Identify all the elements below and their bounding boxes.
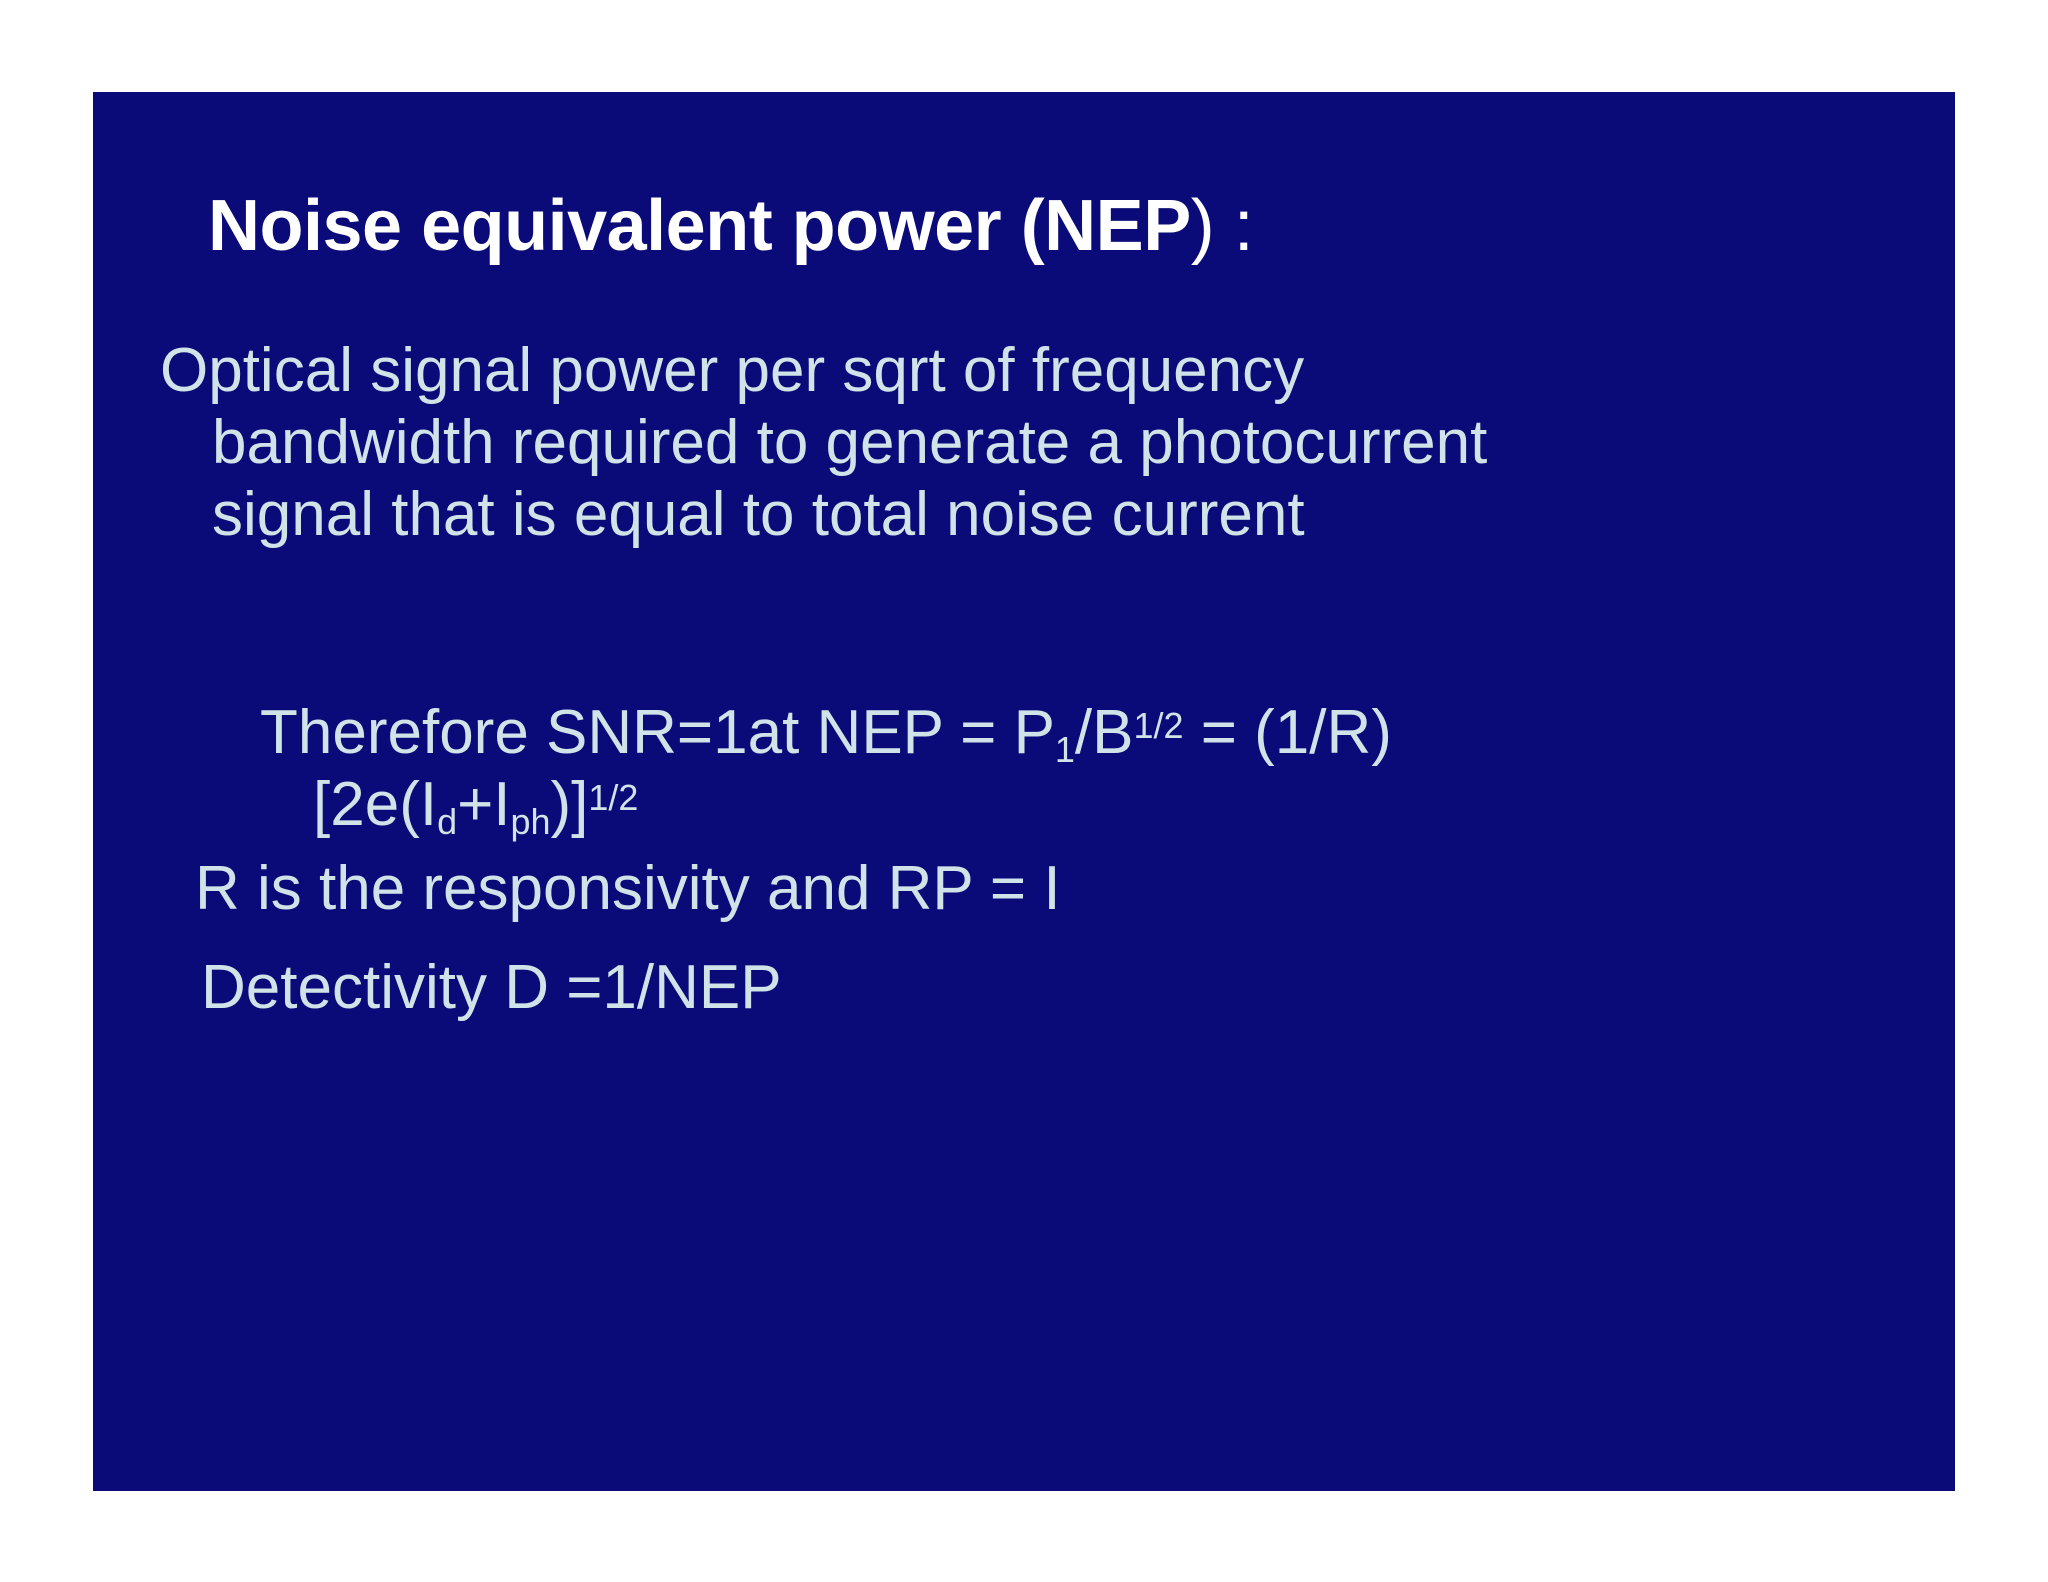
formula2-superscript-half: 1/2 — [588, 776, 639, 818]
detectivity-line: Detectivity D =1/NEP — [201, 953, 782, 1023]
formula-paragraph: Therefore SNR=1at NEP = P1/B1/2 = (1/R)[… — [153, 697, 1733, 841]
formula2-close: )] — [550, 769, 589, 839]
definition-paragraph: Optical signal power per sqrt of frequen… — [160, 336, 1488, 549]
formula2-subscript-d: d — [437, 800, 458, 842]
paragraph-spacer — [153, 551, 1933, 697]
presentation-slide: Noise equivalent power (NEP) : Optical s… — [93, 92, 1955, 1491]
formula-suffix: = (1/R) — [1183, 697, 1392, 767]
formula2-prefix: [2e(I — [313, 769, 438, 839]
slide-body: Optical signal power per sqrt of frequen… — [153, 335, 1933, 1024]
slide-title: Noise equivalent power (NEP) : — [208, 186, 1908, 266]
formula-subscript-1: 1 — [1054, 729, 1075, 771]
formula-mid: /B — [1074, 697, 1134, 767]
responsivity-line: R is the responsivity and RP = I — [195, 853, 1061, 923]
slide-title-tail: ) : — [1190, 186, 1254, 266]
formula-superscript-1: 1/2 — [1133, 704, 1184, 746]
formula2-subscript-ph: ph — [510, 800, 551, 842]
slide-title-bold: Noise equivalent power (NEP — [208, 186, 1191, 266]
formula2-plus: +I — [457, 769, 511, 839]
formula-prefix: Therefore SNR=1at NEP = P — [260, 697, 1055, 767]
